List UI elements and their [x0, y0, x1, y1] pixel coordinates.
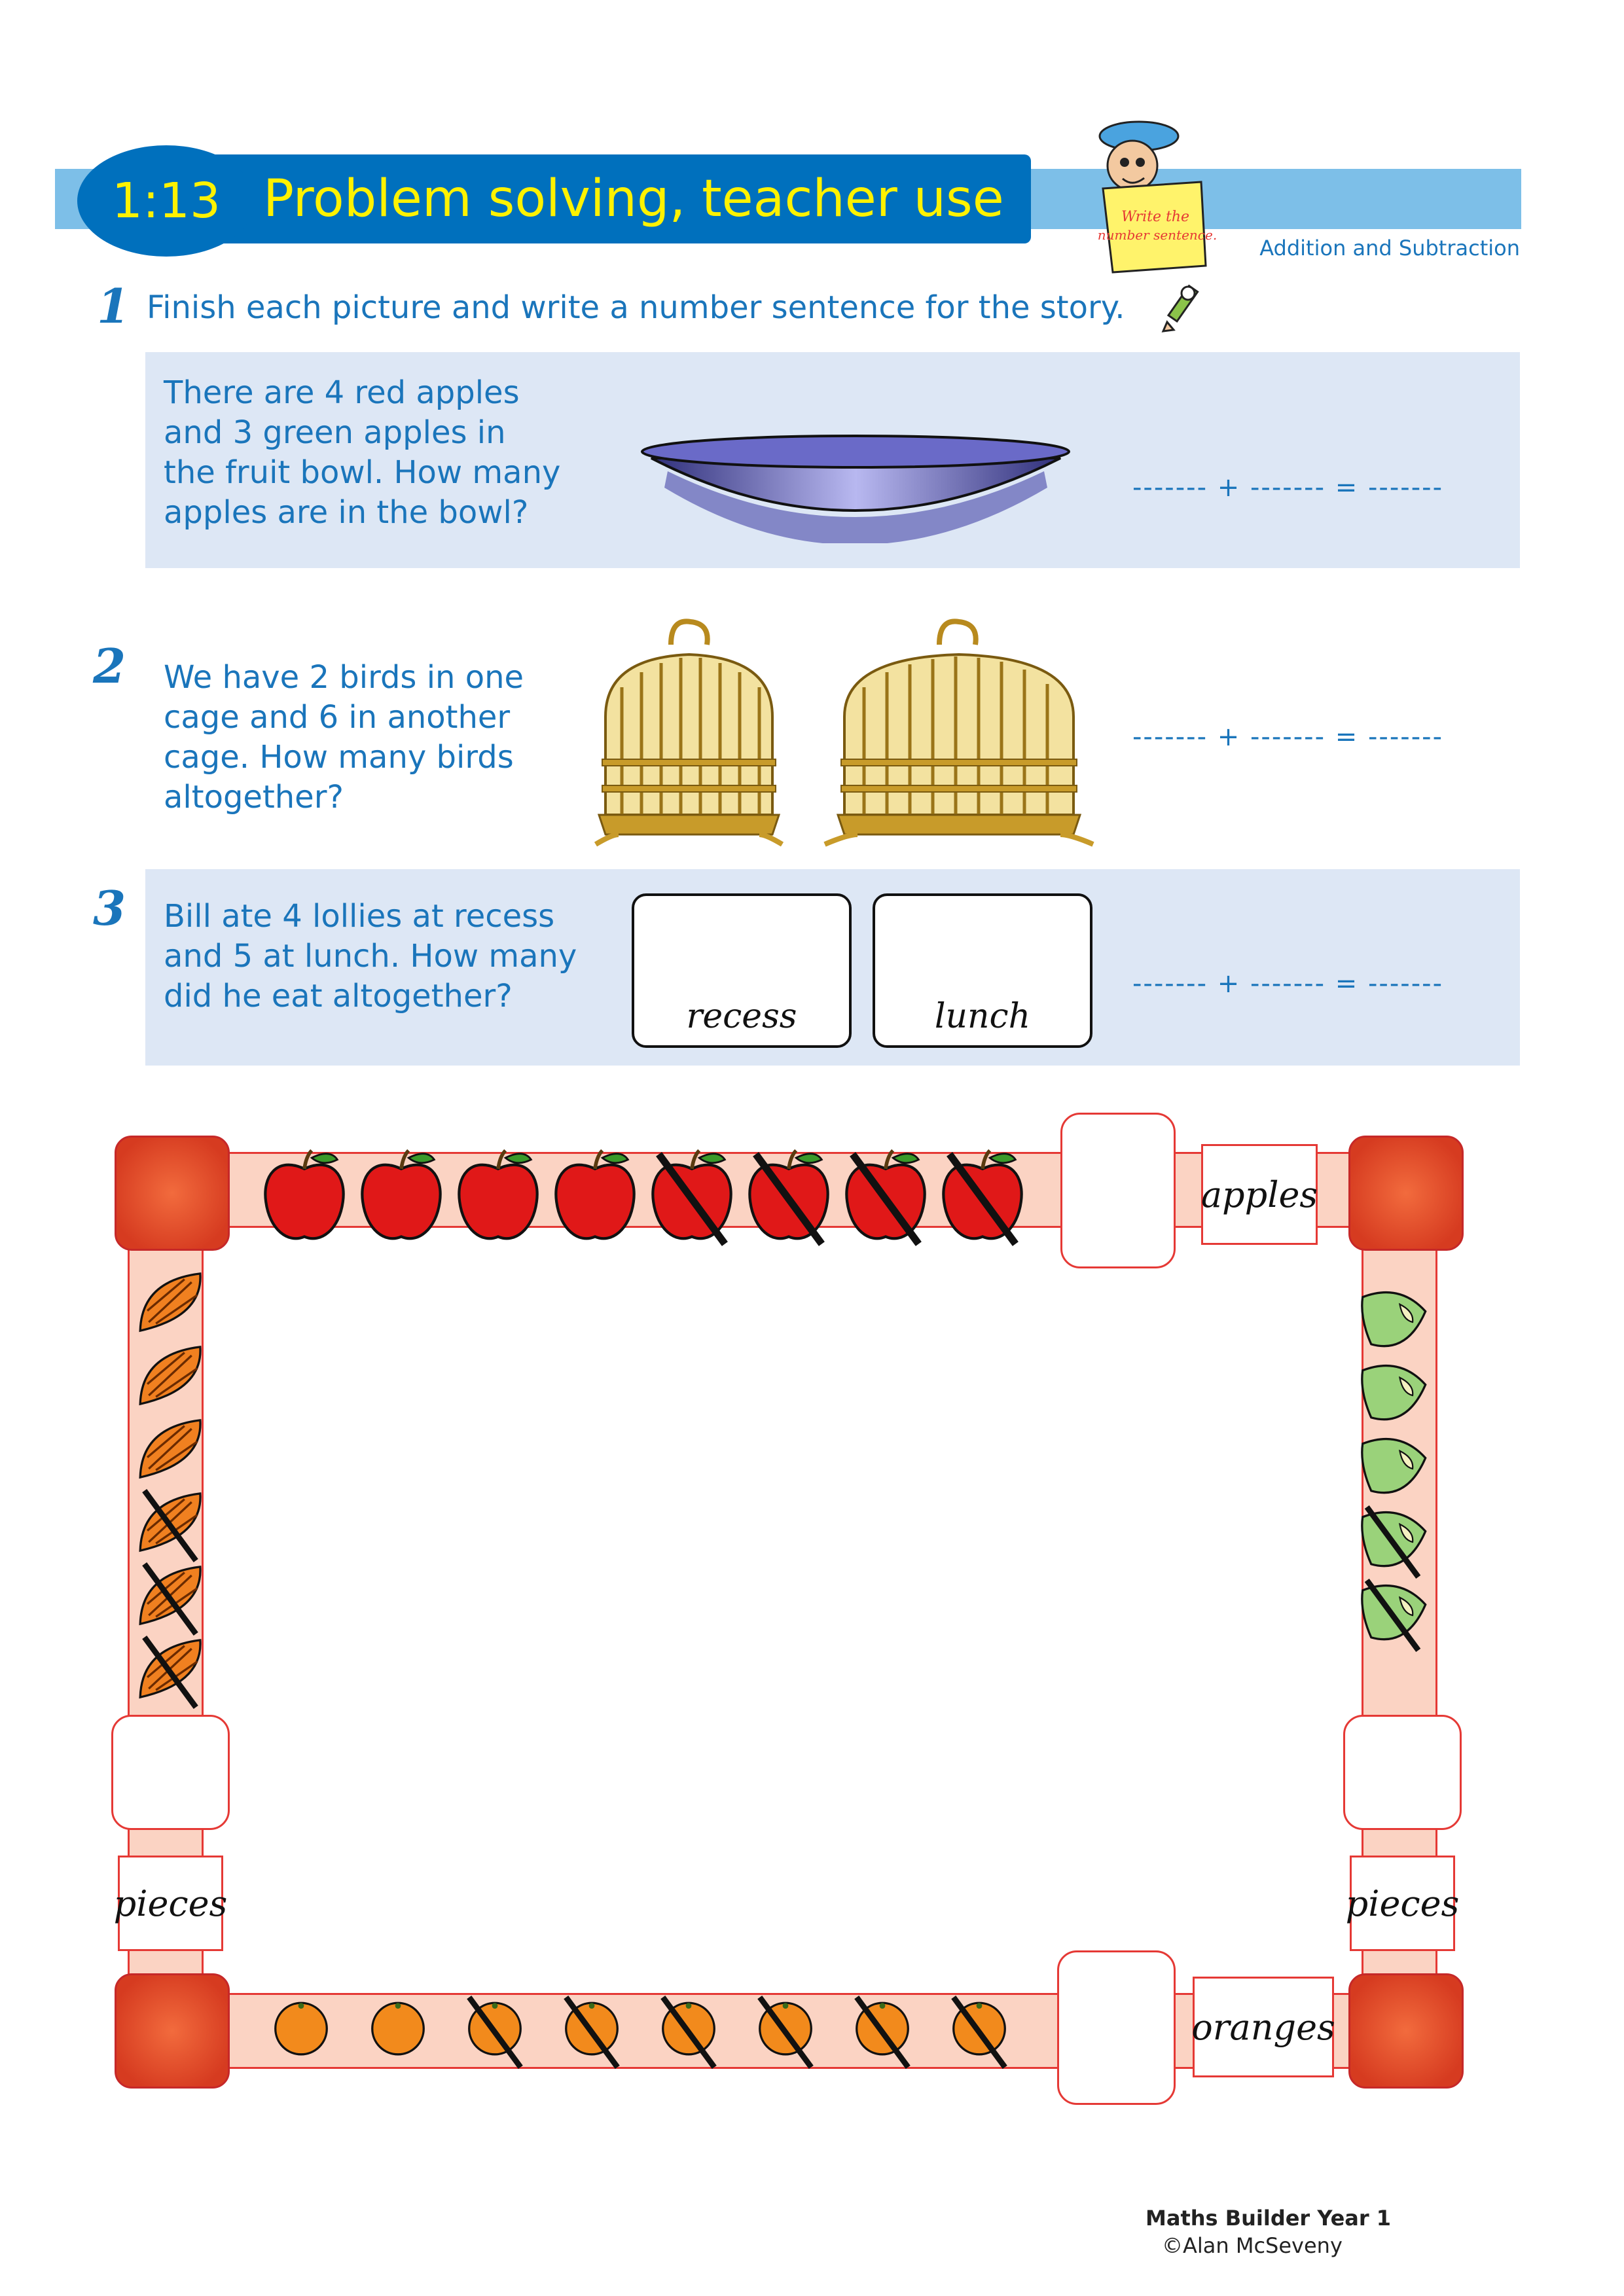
question-3-text: Bill ate 4 lollies at recess and 5 at lu… — [164, 898, 577, 1014]
apple-slice-icon — [1361, 1364, 1427, 1421]
topic-label: Addition and Subtraction — [1259, 236, 1520, 260]
orange-icon — [951, 1995, 1007, 2070]
apple-icon — [361, 1149, 442, 1240]
orange-segment-icon — [139, 1635, 202, 1710]
lunch-label: lunch — [934, 997, 1031, 1036]
apple-icon — [845, 1149, 926, 1246]
birdcage-1-icon — [594, 619, 784, 847]
oranges-answer-box[interactable] — [1057, 1950, 1176, 2105]
orange-segment-icon — [139, 1488, 202, 1563]
orange-icon — [757, 1995, 814, 2070]
lesson-number-oval — [77, 145, 255, 257]
orange-icon — [274, 2001, 328, 2056]
orange-segment-icon — [139, 1562, 202, 1636]
instruction-text: Finish each picture and write a number s… — [147, 289, 1125, 326]
apple-icon — [264, 1149, 345, 1240]
apple-slice-icon — [1361, 1505, 1427, 1579]
right-pieces-label: pieces — [1346, 1856, 1459, 1951]
lunch-box[interactable]: lunch — [873, 893, 1092, 1048]
mascot-icon: Write the number sentence. — [1098, 120, 1217, 274]
apple-icon — [748, 1149, 829, 1246]
question-2-number-sentence[interactable]: ------- + ------- = ------- — [1132, 722, 1443, 752]
corner-top-left — [115, 1136, 230, 1251]
question-2-text: We have 2 birds in one cage and 6 in ano… — [164, 659, 524, 816]
orange-icon — [660, 1995, 717, 2070]
page-title: Problem solving, teacher use — [263, 170, 1004, 228]
footer-book-title: Maths Builder Year 1 — [1146, 2206, 1392, 2231]
corner-bottom-left — [115, 1973, 230, 2089]
mascot-sign-line1: Write the — [1121, 209, 1189, 225]
orange-icon — [564, 1995, 620, 2070]
header-bar — [131, 154, 1031, 243]
question-1-text: There are 4 red apples and 3 green apple… — [164, 374, 561, 531]
pencil-icon — [1161, 284, 1199, 332]
birdcage-2-icon — [823, 619, 1094, 847]
question-3-number-sentence[interactable]: ------- + ------- = ------- — [1132, 969, 1443, 999]
corner-bottom-right — [1348, 1973, 1464, 2089]
recess-label: recess — [686, 997, 797, 1036]
recess-box[interactable]: recess — [632, 893, 852, 1048]
apple-icon — [554, 1149, 636, 1240]
left-pieces-answer-box[interactable] — [111, 1715, 230, 1830]
question-1-number-sentence[interactable]: ------- + ------- = ------- — [1132, 473, 1443, 503]
corner-top-right — [1348, 1136, 1464, 1251]
left-pieces-label: pieces — [114, 1856, 227, 1951]
mascot-sign-line2: number sentence. — [1098, 227, 1217, 243]
orange-icon — [467, 1995, 523, 2070]
question-1-number: 1 — [97, 278, 130, 334]
lesson-number: 1:13 — [111, 173, 221, 229]
orange-segment-icon — [139, 1272, 202, 1333]
apple-slice-icon — [1361, 1578, 1427, 1653]
question-3-number: 3 — [93, 880, 126, 936]
apple-slice-icon — [1361, 1291, 1427, 1348]
question-2-number: 2 — [93, 638, 126, 694]
orange-segment-icon — [139, 1419, 202, 1479]
footer-copyright: ©Alan McSeveny — [1162, 2233, 1343, 2258]
apple-slice-icon — [1361, 1437, 1427, 1494]
apple-icon — [458, 1149, 539, 1240]
oranges-label: oranges — [1191, 1977, 1335, 2077]
apples-label: apples — [1201, 1144, 1318, 1245]
apple-icon — [942, 1149, 1023, 1246]
orange-icon — [371, 2001, 425, 2056]
fruit-bowl-icon — [641, 435, 1070, 543]
right-pieces-answer-box[interactable] — [1343, 1715, 1462, 1830]
apples-answer-box[interactable] — [1060, 1113, 1176, 1268]
orange-icon — [854, 1995, 911, 2070]
apple-icon — [651, 1149, 732, 1246]
orange-segment-icon — [139, 1346, 202, 1406]
